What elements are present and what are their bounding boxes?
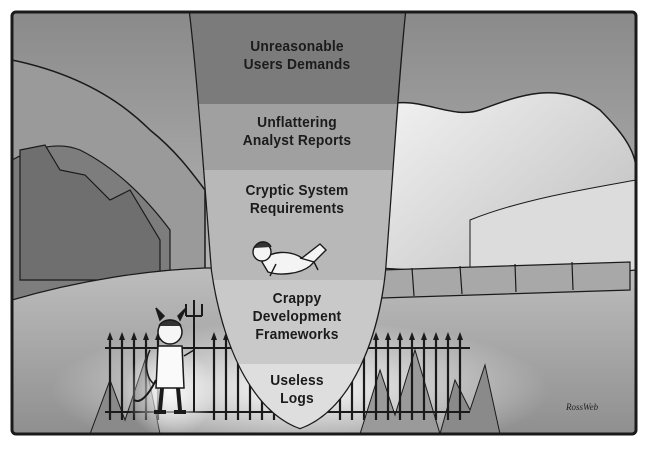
funnel-layer-1 — [190, 12, 405, 104]
falling-character — [252, 241, 327, 277]
funnel — [188, 12, 407, 430]
funnel-layer-4-label: Crappy Development Frameworks — [252, 290, 342, 343]
artist-signature: RossWeb — [566, 402, 599, 412]
funnel-layer-3-label: Cryptic System Requirements — [245, 182, 349, 217]
devil-character — [124, 300, 216, 434]
funnel-layer-1-label: Unreasonable Users Demands — [243, 38, 351, 73]
funnel-layer-2 — [190, 104, 405, 170]
left-cliff — [19, 144, 161, 281]
funnel-layer-5-label: Useless Logs — [270, 372, 324, 407]
funnel-layer-2-label: Unflattering Analyst Reports — [242, 114, 352, 149]
panel-border — [10, 10, 638, 436]
